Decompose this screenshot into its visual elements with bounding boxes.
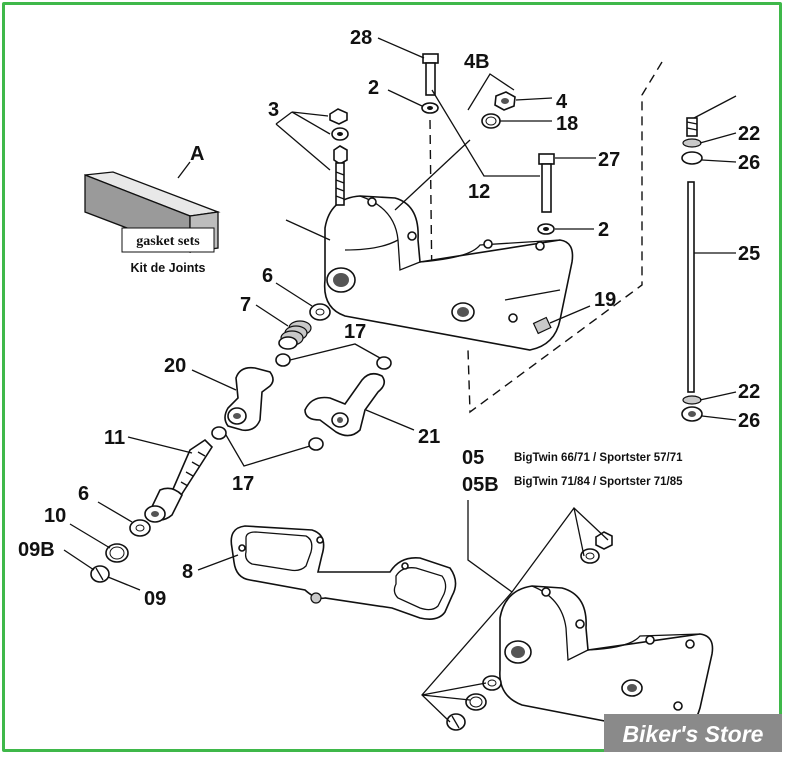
leader-22-bottom <box>699 391 737 401</box>
nut-4 <box>494 91 516 111</box>
label-17-lower: 17 <box>232 473 254 495</box>
leader-19 <box>549 305 591 324</box>
label-6-upper: 6 <box>262 265 273 287</box>
rocker-arm-20 <box>224 366 274 432</box>
leader-11 <box>127 436 193 454</box>
leader-28 <box>377 37 425 59</box>
bushing-17b <box>376 356 392 370</box>
plug-19 <box>532 316 552 335</box>
bushing-17a <box>275 353 291 367</box>
leader-22-top <box>699 132 737 144</box>
label-17-upper: 17 <box>344 321 366 343</box>
clip-09 <box>90 565 110 583</box>
bushing-17d <box>308 437 324 451</box>
label-19: 19 <box>594 289 616 311</box>
bracket-05 <box>421 500 609 723</box>
stud-kit-3 <box>329 108 349 206</box>
rocker-cover-lower <box>499 585 714 735</box>
label-09b: 09B <box>18 539 55 561</box>
label-21: 21 <box>418 426 440 448</box>
cover-leader-12 <box>394 139 471 211</box>
bracket-12 <box>431 89 540 177</box>
leader-09b <box>63 549 95 571</box>
gasket-box-title: gasket sets <box>136 234 200 249</box>
label-20: 20 <box>164 355 186 377</box>
label-28: 28 <box>350 27 372 49</box>
bushing-17c <box>211 426 227 440</box>
leader-20 <box>191 369 237 391</box>
leader-2-top <box>387 89 423 107</box>
assembly-dashed-outline <box>467 61 663 414</box>
label-27: 27 <box>598 149 620 171</box>
label-12: 12 <box>468 181 490 203</box>
leader-21 <box>365 409 415 431</box>
brand-plate <box>604 714 782 752</box>
label-3: 3 <box>268 99 279 121</box>
bracket-17-upper <box>289 343 381 361</box>
label-09: 09 <box>144 588 166 610</box>
label-05b: 05B <box>462 474 499 496</box>
tube-upper-leader <box>693 95 737 119</box>
label-2-right: 2 <box>598 219 609 241</box>
label-25: 25 <box>738 243 760 265</box>
label-4: 4 <box>556 91 568 113</box>
label-6-lower: 6 <box>78 483 89 505</box>
leader-26-top <box>701 159 737 163</box>
label-2-top: 2 <box>368 77 379 99</box>
leader-7 <box>255 304 289 327</box>
gasket-set-box <box>84 161 221 253</box>
leader-10 <box>69 523 111 549</box>
label-11: 11 <box>104 427 125 449</box>
gasket-box-caption: Kit de Joints <box>130 261 205 275</box>
note-05b: BigTwin 71/84 / Sportster 71/85 <box>514 476 683 488</box>
label-22-bottom: 22 <box>738 381 760 403</box>
label-22-top: 22 <box>738 123 760 145</box>
leader-6-lower <box>97 501 133 523</box>
cover-leader-left <box>285 219 331 241</box>
pushrod-tube-25 <box>681 117 703 422</box>
label-4b: 4B <box>464 51 490 73</box>
leader-09 <box>107 576 141 591</box>
label-18: 18 <box>556 113 578 135</box>
bracket-3 <box>275 111 331 171</box>
label-26-bottom: 26 <box>738 410 760 432</box>
label-10: 10 <box>44 505 66 527</box>
gasket-8 <box>230 525 457 620</box>
label-7: 7 <box>240 294 251 316</box>
label-26-top: 26 <box>738 152 760 174</box>
note-05: BigTwin 66/71 / Sportster 57/71 <box>514 452 683 464</box>
leader-26-bottom <box>701 415 737 421</box>
rocker-cover-upper <box>323 195 574 351</box>
rocker-shaft-11 <box>144 438 214 523</box>
brand-name: Biker's Store <box>623 721 764 747</box>
bolt-28 <box>422 53 439 96</box>
label-8: 8 <box>182 561 193 583</box>
bracket-17-lower <box>225 434 311 467</box>
label-a: A <box>190 143 204 165</box>
spring-7 <box>278 320 312 350</box>
rocker-arm-21 <box>304 372 386 437</box>
leader-4 <box>515 97 553 101</box>
label-05: 05 <box>462 447 484 469</box>
leader-8 <box>197 554 239 571</box>
leader-6-upper <box>275 282 313 307</box>
bolt-27 <box>538 153 555 213</box>
bracket-4b <box>467 73 515 111</box>
green-frame <box>2 2 782 752</box>
